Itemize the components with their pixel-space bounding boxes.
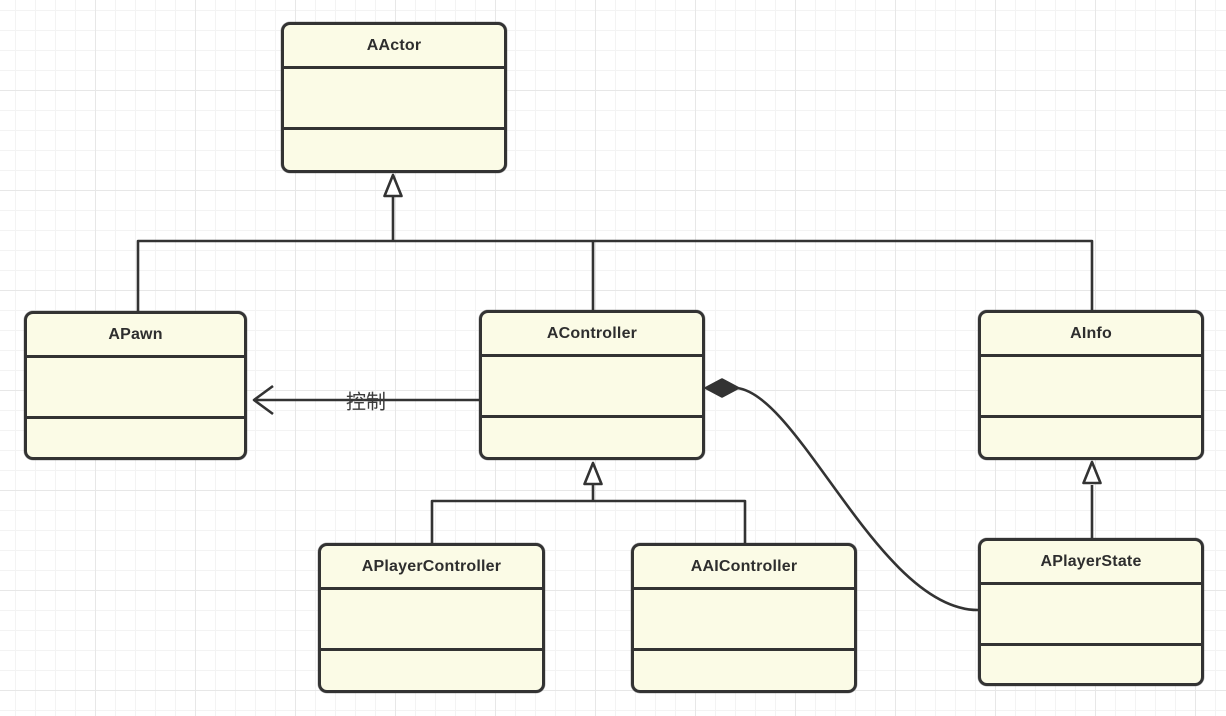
class-attributes-aaicontroller: [634, 590, 854, 651]
class-methods-aactor: [284, 130, 504, 170]
class-box-acontroller[interactable]: AController: [479, 310, 705, 460]
class-title-acontroller: AController: [482, 313, 702, 357]
class-box-ainfo[interactable]: AInfo: [978, 310, 1204, 460]
class-attributes-apawn: [27, 358, 244, 419]
class-title-aplayercontroller: APlayerController: [321, 546, 542, 590]
class-attributes-aplayercontroller: [321, 590, 542, 651]
class-title-aaicontroller: AAIController: [634, 546, 854, 590]
class-title-aplayerstate: APlayerState: [981, 541, 1201, 585]
class-box-aplayercontroller[interactable]: APlayerController: [318, 543, 545, 693]
class-title-apawn: APawn: [27, 314, 244, 358]
class-attributes-ainfo: [981, 357, 1201, 418]
generalization-bus-mid[interactable]: [430, 499, 747, 543]
class-box-aaicontroller[interactable]: AAIController: [631, 543, 857, 693]
inheritance-triangle-ainfo: [1082, 460, 1102, 485]
class-attributes-acontroller: [482, 357, 702, 418]
composition-curve-aplayerstate[interactable]: [736, 386, 979, 612]
class-methods-apawn: [27, 419, 244, 457]
class-methods-aplayercontroller: [321, 651, 542, 690]
edge-label-control: 控制: [346, 391, 386, 414]
generalization-bus-top[interactable]: [136, 239, 1094, 311]
inheritance-triangle-aactor: [383, 173, 403, 198]
class-attributes-aactor: [284, 69, 504, 130]
class-box-aactor[interactable]: AActor: [281, 22, 507, 173]
class-methods-acontroller: [482, 418, 702, 457]
class-title-aactor: AActor: [284, 25, 504, 69]
composition-diamond-acontroller: [704, 378, 740, 398]
class-title-ainfo: AInfo: [981, 313, 1201, 357]
class-methods-aplayerstate: [981, 646, 1201, 683]
open-arrowhead-apawn: [252, 384, 274, 416]
class-methods-ainfo: [981, 418, 1201, 457]
class-methods-aaicontroller: [634, 651, 854, 690]
inheritance-triangle-acontroller: [583, 461, 603, 486]
class-attributes-aplayerstate: [981, 585, 1201, 646]
class-box-aplayerstate[interactable]: APlayerState: [978, 538, 1204, 686]
class-box-apawn[interactable]: APawn: [24, 311, 247, 460]
